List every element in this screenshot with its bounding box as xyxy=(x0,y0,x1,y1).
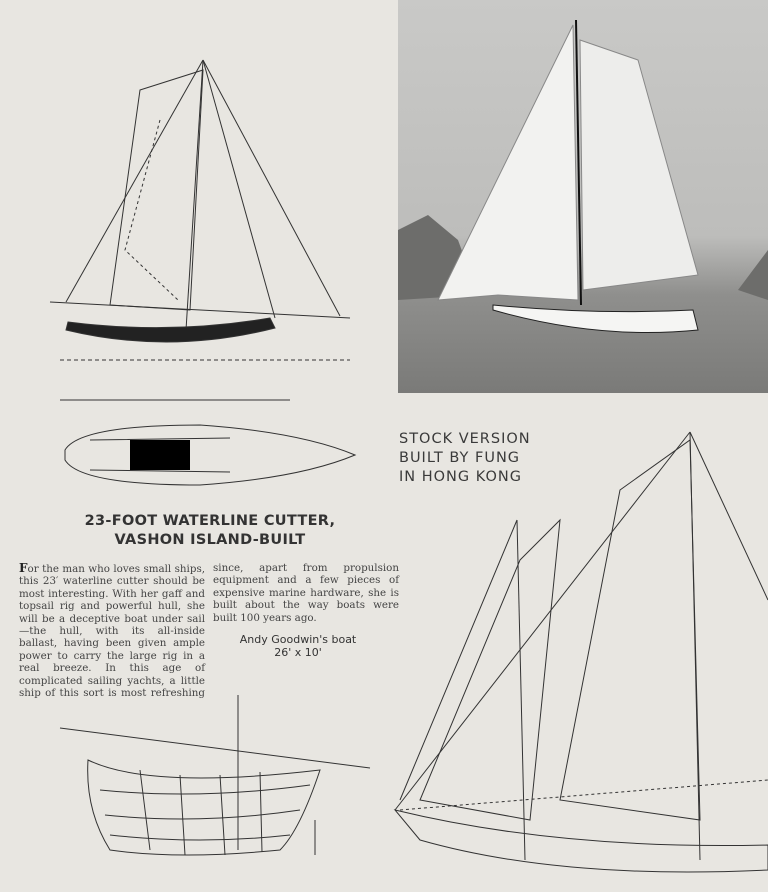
photo-caption-line-3: IN HONG KONG xyxy=(399,469,522,485)
photo-caption: STOCK VERSION BUILT BY FUNG IN HONG KONG xyxy=(399,430,531,487)
photo-caption-line-1: STOCK VERSION xyxy=(399,431,531,447)
drop-cap: F xyxy=(19,561,28,575)
article-body-column-2: since, apart from propulsion equipment a… xyxy=(213,562,399,624)
title-line-1: 23-FOOT WATERLINE CUTTER, xyxy=(84,513,336,529)
article-body-column-1: For the man who loves small ships, this … xyxy=(19,562,205,699)
sailboat-photo xyxy=(398,0,768,393)
column-1-text: or the man who loves small ships, this 2… xyxy=(19,563,205,700)
drawing-caption: Andy Goodwin's boat 26' x 10' xyxy=(228,633,368,659)
caption-line-2: 26' x 10' xyxy=(274,646,322,659)
photo-caption-line-2: BUILT BY FUNG xyxy=(399,450,521,466)
article-title: 23-FOOT WATERLINE CUTTER, VASHON ISLAND-… xyxy=(40,512,380,550)
title-line-2: VASHON ISLAND-BUILT xyxy=(114,532,306,548)
caption-line-1: Andy Goodwin's boat xyxy=(239,633,357,646)
